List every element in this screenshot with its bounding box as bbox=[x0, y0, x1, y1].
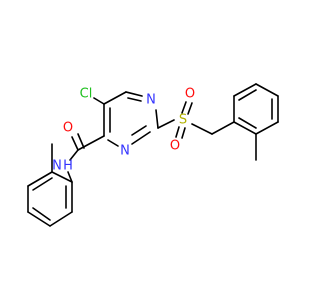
atom-h-amide: H bbox=[63, 159, 73, 174]
atom-labels: Cl N N O N H S O O bbox=[52, 87, 195, 174]
bond-ring-a-4 bbox=[27, 211, 51, 227]
m-tolyl-ring bbox=[233, 83, 279, 161]
bond-c5-c6 bbox=[103, 91, 127, 105]
bond-s-o-top-double bbox=[187, 102, 193, 115]
atom-o-carbonyl: O bbox=[63, 121, 73, 136]
bond-c5-cl bbox=[93, 97, 105, 105]
atom-n-amide: N bbox=[52, 159, 62, 174]
bond-s-o-left-double bbox=[181, 127, 186, 139]
o-tolyl-ring bbox=[27, 143, 73, 227]
bond-carbonyl-o bbox=[71, 136, 79, 151]
bond-ring-a-double-2 bbox=[32, 207, 51, 221]
atom-n-ring-bottom: N bbox=[120, 144, 130, 159]
bond-s-ch2 bbox=[191, 123, 213, 135]
bond-c2-s bbox=[157, 119, 175, 129]
pyrimidine-ring bbox=[103, 91, 159, 147]
bond-n-aryl bbox=[67, 171, 73, 183]
atom-n-ring-top: N bbox=[146, 93, 156, 108]
atom-cl: Cl bbox=[80, 87, 93, 102]
bond-ring-b-5 bbox=[255, 121, 279, 135]
bond-ring-b-double-3 bbox=[238, 117, 257, 129]
bond-ring-b-2 bbox=[233, 83, 257, 97]
bond-ring-a-double-1 bbox=[32, 177, 53, 191]
bond-ring-a-2 bbox=[27, 171, 53, 187]
bond-carbonyl-n bbox=[69, 149, 79, 161]
sulfonyl-group bbox=[157, 101, 235, 139]
bond-ring-a-1 bbox=[51, 171, 73, 183]
bond-s-o-left bbox=[175, 126, 180, 138]
bond-c2-n3-double bbox=[131, 125, 147, 136]
bond-carbonyl-o-double bbox=[77, 133, 85, 149]
bond-ring-a-5 bbox=[49, 211, 73, 227]
bond-n3-c4 bbox=[107, 139, 119, 147]
atom-o-sulfonyl-left: O bbox=[170, 139, 180, 154]
bond-n1-c2 bbox=[155, 109, 159, 129]
bond-c6-n1 bbox=[125, 91, 143, 97]
bond-ring-b-3 bbox=[255, 83, 279, 97]
bond-c2-n3 bbox=[131, 131, 151, 145]
bond-ring-b-double-1 bbox=[238, 89, 257, 101]
amide-group bbox=[67, 133, 105, 183]
bond-c4-carbonyl bbox=[77, 135, 105, 151]
bond-s-o-top bbox=[181, 101, 187, 114]
bond-ch2-aryl bbox=[211, 121, 235, 135]
atom-o-sulfonyl-top: O bbox=[185, 87, 195, 102]
atom-s-sulfonyl: S bbox=[179, 113, 187, 128]
bond-c6-n1-double bbox=[127, 97, 142, 102]
bond-ring-b-6 bbox=[233, 121, 257, 135]
molecule-structure: Cl N N O N H S O O bbox=[27, 83, 279, 227]
